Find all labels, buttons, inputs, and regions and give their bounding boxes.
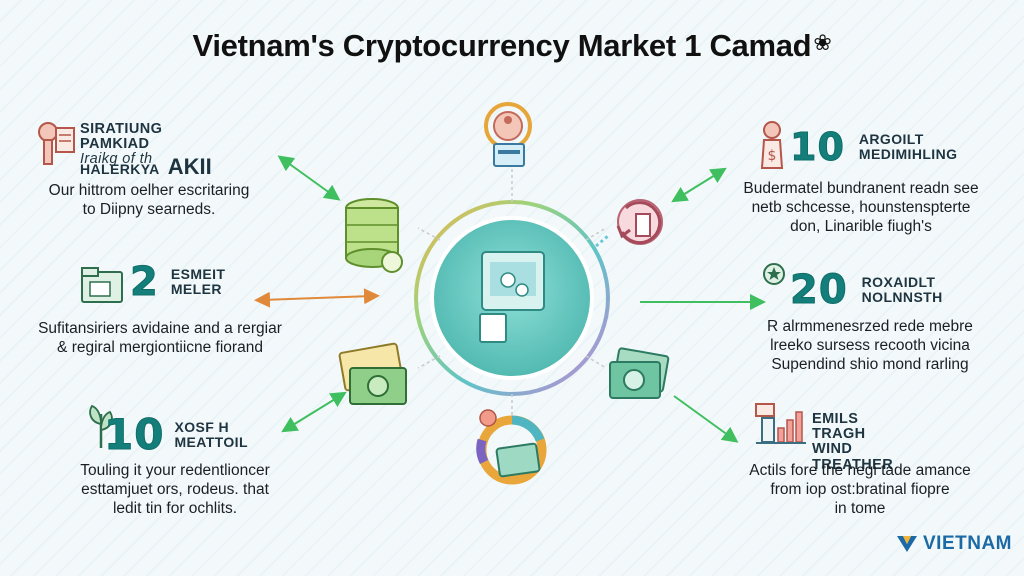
card-heading: ARGOILT MEDIMIHLING <box>858 131 958 162</box>
card-heading: SIRATIUNG PAMKIAD Iraikg of th <box>80 121 163 168</box>
logo-text: VIETNAM <box>923 533 1012 554</box>
card-body: Sufitansiriers avidaine and a rergiar & … <box>38 320 282 356</box>
cash-icon <box>338 342 407 405</box>
card-head: 20 ROXAIDLT NOLNNSTH <box>790 267 943 313</box>
document-stamp-icon <box>38 122 75 165</box>
svg-text:$: $ <box>768 148 777 164</box>
card-heading: ESMEIT MELER <box>170 266 226 297</box>
card-body: Budermatel bundranent readn see netb sch… <box>743 180 979 235</box>
brand-logo: VIETNAM <box>895 532 1012 556</box>
card-heading: XOSF H MEATTOIL <box>174 419 248 450</box>
card-subheading: HALERKYA AKII <box>80 154 212 179</box>
card-heading: ROXAIDLT NOLNNSTH <box>861 274 943 305</box>
title-flourish: ❀ <box>813 30 832 55</box>
card-head: 10 XOSF H MEATTOIL <box>103 410 248 459</box>
arrow-top-right <box>671 167 727 203</box>
card-number: 20 <box>790 267 848 313</box>
medal-icon <box>484 102 532 167</box>
arrow-bottom-right <box>673 395 739 443</box>
spoke-lines <box>417 168 607 418</box>
arrow-bottom-left <box>281 391 347 433</box>
hub-document-icon <box>479 251 545 343</box>
plant-icon <box>89 404 113 448</box>
card-heading: EMILS tragh WIND TREATHER <box>812 411 894 473</box>
card-body: Our hittrom oelher escritaring to Diipny… <box>48 182 250 218</box>
coin-bag-icon: $ <box>760 121 784 169</box>
page-title: Vietnam's Cryptocurrency Market 1 Camad❀ <box>0 28 1024 64</box>
title-text: Vietnam's Cryptocurrency Market 1 Camad <box>192 28 812 63</box>
card-body: R alrmmenesrzed rede mebre lreeko surses… <box>767 318 973 373</box>
connector-arrows <box>254 155 766 443</box>
card-head: 2 ESMEIT MELER <box>130 259 226 305</box>
star-badge-icon <box>763 263 785 285</box>
logo-mark-icon <box>897 536 917 552</box>
card-body: Actils fore the negi tade amance from io… <box>749 462 971 517</box>
card-number: 10 <box>103 410 165 459</box>
money-stack-icon <box>609 347 670 399</box>
pie-chart-icon <box>476 409 547 485</box>
card-number: 2 <box>130 259 159 305</box>
card-number: 10 <box>790 125 845 169</box>
folder-icon <box>81 267 123 303</box>
card-head: 10 ARGOILT MEDIMIHLING <box>790 125 958 169</box>
card-highlight: AKII <box>167 154 212 179</box>
accent-dashes <box>595 234 609 248</box>
refresh-icon <box>616 199 663 245</box>
arrow-mid-left <box>254 288 380 308</box>
bar-chart-icon <box>755 403 806 444</box>
arrow-top-left <box>277 155 341 201</box>
card-body: Touling it your redentlioncer esttamjuet… <box>80 462 270 517</box>
coin-stack-icon <box>345 198 403 273</box>
